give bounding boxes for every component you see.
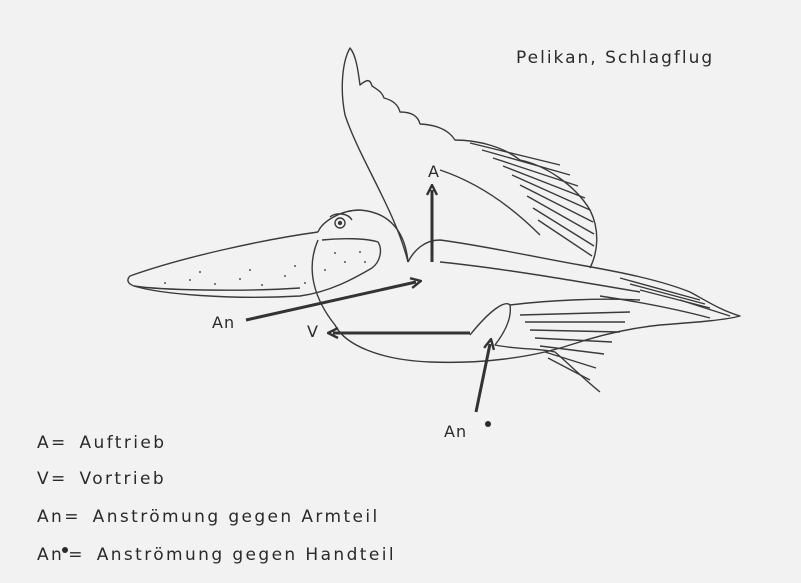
diagram-title: Pelikan, Schlagflug [516,48,714,68]
wing-outline [342,48,596,268]
legend-text: Anströmung gegen Armteil [93,507,380,527]
legend-row-an-hand: An= Anströmung gegen Handteil [37,545,396,565]
force-arrows [246,190,490,412]
far-wing-outline [470,299,640,392]
legend-text: Anströmung gegen Handteil [97,545,396,565]
head-outline [128,210,408,297]
legend-symbol: An [37,545,64,565]
legend-text: Vortrieb [80,469,167,489]
label-a: A [428,162,439,181]
body-outline [312,240,740,362]
legend-row-an: An= Anströmung gegen Armteil [37,507,380,527]
legend-row-a: A= Auftrieb [37,433,166,453]
legend-symbol-suffix: = [68,545,85,565]
legend-row-v: V= Vortrieb [37,469,166,489]
label-an-hand: An [444,422,467,441]
label-an: An [212,313,235,332]
legend-symbol: A= [37,433,68,453]
label-an-hand-dot [485,421,491,427]
legend-symbol: An= [37,507,81,527]
label-v: V [307,322,318,341]
legend-text: Auftrieb [80,433,167,453]
arrow-an-hand [476,344,490,412]
legend-symbol: V= [37,469,68,489]
label-an-hand-text: An [444,422,467,441]
